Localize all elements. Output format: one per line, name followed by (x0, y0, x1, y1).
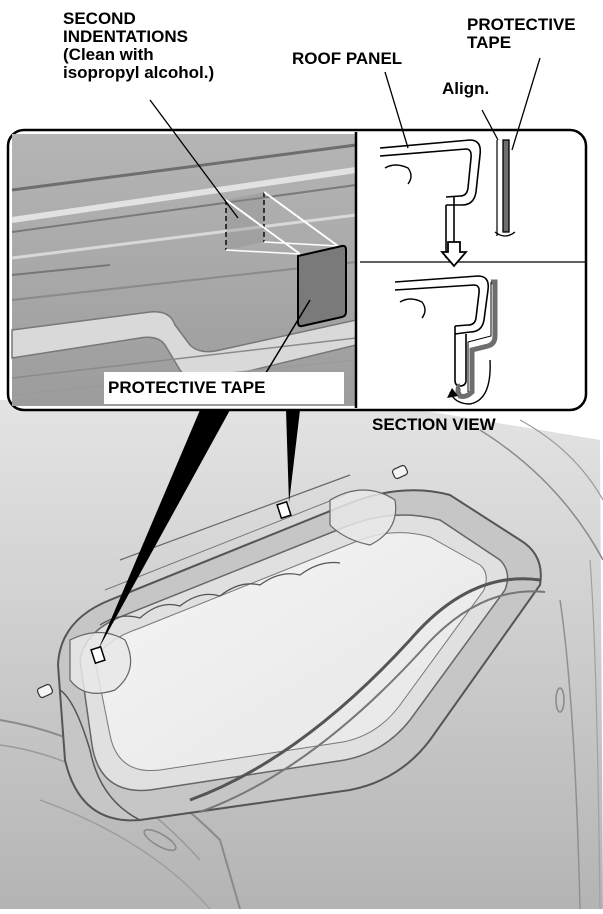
detail-inset (6, 128, 588, 412)
section-view-label: SECTION VIEW (372, 415, 496, 434)
leader-lines (149, 57, 541, 219)
roof-panel-label: ROOF PANEL (292, 49, 403, 68)
protective-tape-inset-label: PROTECTIVE TAPE (108, 378, 266, 397)
protective-tape-piece (297, 244, 347, 328)
protective-tape-top-text: PROTECTIVE TAPE (467, 15, 576, 52)
second-indentations-label: SECOND INDENTATIONS (Clean with isopropy… (63, 10, 214, 82)
callout-pointers (98, 410, 300, 650)
second-indentations-text: SECOND INDENTATIONS (Clean with isopropy… (63, 9, 215, 82)
roof-view (0, 395, 603, 910)
section-after (394, 275, 498, 405)
protective-tape-top-label: PROTECTIVE TAPE (467, 16, 576, 52)
align-label: Align. (442, 79, 490, 98)
arrow-down-icon (440, 241, 468, 268)
